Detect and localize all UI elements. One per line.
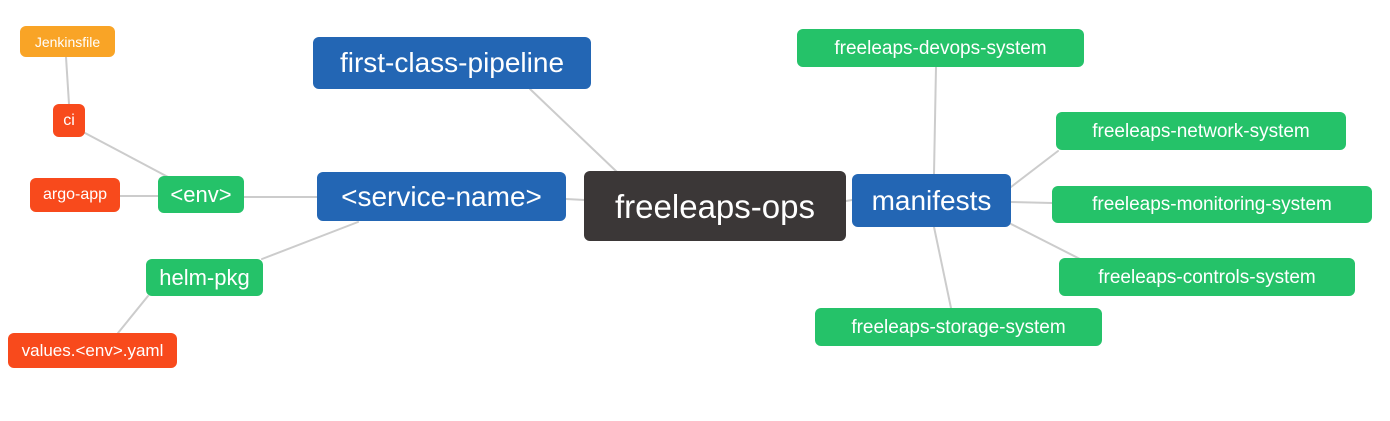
edge-manifests-to-freeleaps-devops-system (933, 66, 937, 175)
edge-manifests-to-freeleaps-controls-system (1010, 223, 1081, 260)
edge-manifests-to-freeleaps-monitoring-system (1010, 201, 1053, 204)
node-freeleaps-network-system[interactable]: freeleaps-network-system (1056, 112, 1346, 150)
node-jenkinsfile[interactable]: Jenkinsfile (20, 26, 115, 57)
node-argo-app[interactable]: argo-app (30, 178, 120, 212)
node-manifests[interactable]: manifests (852, 174, 1011, 227)
node-values-env-yaml[interactable]: values.<env>.yaml (8, 333, 177, 368)
edge-service-name-to-helm-pkg (261, 221, 359, 260)
node-freeleaps-monitoring-system[interactable]: freeleaps-monitoring-system (1052, 186, 1372, 223)
edge-helm-pkg-to-values-env-yaml (117, 295, 149, 334)
node-ci[interactable]: ci (53, 104, 85, 137)
node-freeleaps-storage-system[interactable]: freeleaps-storage-system (815, 308, 1102, 346)
node-freeleaps-controls-system[interactable]: freeleaps-controls-system (1059, 258, 1355, 296)
node-freeleaps-ops[interactable]: freeleaps-ops (584, 171, 846, 241)
edge-jenkinsfile-to-ci (65, 56, 70, 105)
node-service-name[interactable]: <service-name> (317, 172, 566, 221)
node-helm-pkg[interactable]: helm-pkg (146, 259, 263, 296)
edge-ci-to-env (84, 132, 169, 178)
edge-manifests-to-freeleaps-storage-system (933, 226, 952, 309)
node-env[interactable]: <env> (158, 176, 244, 213)
edge-first-class-pipeline-to-freeleaps-ops (529, 88, 618, 173)
edge-service-name-to-freeleaps-ops (565, 198, 586, 201)
node-freeleaps-devops-system[interactable]: freeleaps-devops-system (797, 29, 1084, 67)
edge-manifests-to-freeleaps-network-system (1010, 150, 1059, 188)
node-first-class-pipeline[interactable]: first-class-pipeline (313, 37, 591, 89)
